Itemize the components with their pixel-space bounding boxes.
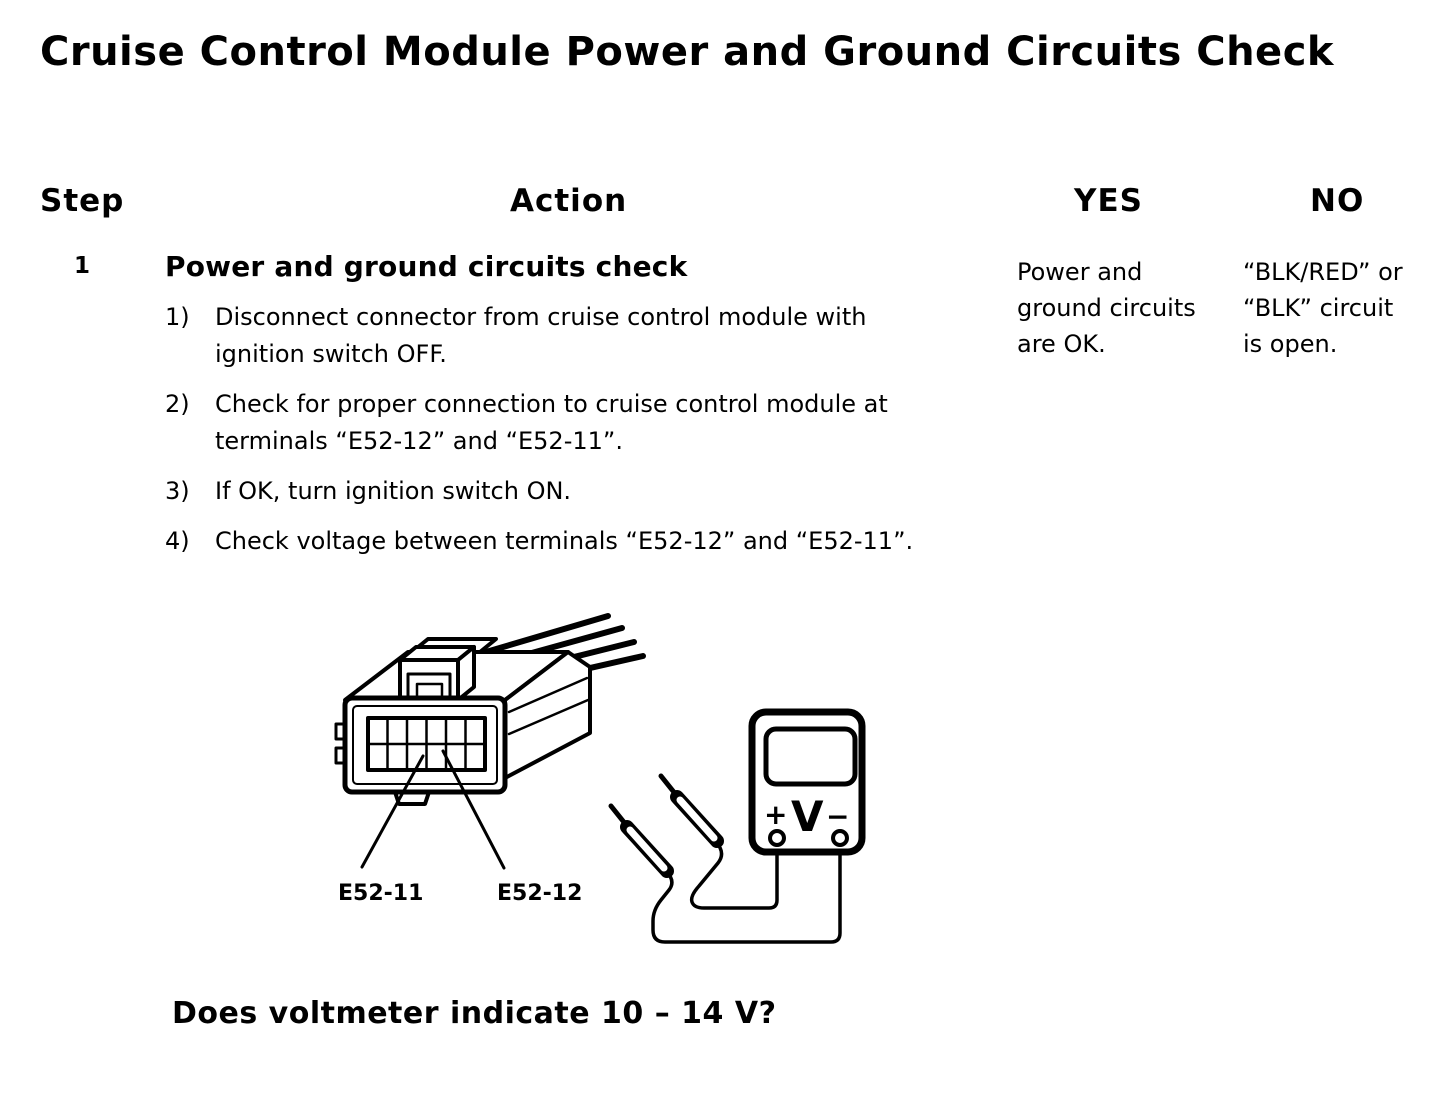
positive-test-lead-wire: [689, 840, 779, 910]
leader-line-e52-11: [360, 754, 425, 869]
list-item: 1) Disconnect connector from cruise cont…: [165, 299, 945, 373]
terminal-grid-lines: [366, 716, 487, 772]
column-header-action: Action: [510, 183, 628, 219]
list-item-text: Disconnect connector from cruise control…: [215, 303, 867, 368]
negative-test-lead-wire: [651, 844, 842, 944]
connector-bottom-notch: [393, 790, 431, 806]
list-item-text: Check voltage between terminals “E52-12”…: [215, 527, 914, 555]
action-title: Power and ground circuits check: [165, 250, 688, 283]
test-probe-negative: [608, 803, 674, 878]
connector-illustration: [334, 637, 592, 806]
step-number: 1: [74, 253, 91, 279]
wiring-diagram: + V − E52-11 E52-12: [334, 613, 866, 944]
terminal-label-e52-12: E52-12: [497, 881, 582, 906]
voltmeter-minus-mark: −: [826, 800, 849, 833]
terminal-label-e52-11: E52-11: [338, 881, 423, 906]
list-item: 4) Check voltage between terminals “E52-…: [165, 523, 945, 560]
action-step-list: 1) Disconnect connector from cruise cont…: [165, 299, 945, 573]
list-item-number: 1): [165, 303, 190, 331]
connector-side-line: [507, 676, 589, 714]
voltmeter-plus-mark: +: [764, 798, 787, 831]
column-header-no: NO: [1310, 183, 1365, 219]
connector-side-line: [507, 698, 590, 736]
list-item-text: Check for proper connection to cruise co…: [215, 390, 888, 455]
list-item-number: 2): [165, 390, 190, 418]
leader-line-e52-12: [441, 749, 506, 870]
page-title: Cruise Control Module Power and Ground C…: [40, 29, 1334, 75]
list-item-number: 3): [165, 477, 190, 505]
voltmeter-negative-terminal: [831, 829, 849, 847]
column-header-step: Step: [40, 183, 125, 219]
voltmeter-v-mark: V: [791, 792, 824, 841]
list-item: 2) Check for proper connection to cruise…: [165, 386, 945, 460]
voltmeter-display: [763, 726, 858, 787]
list-item: 3) If OK, turn ignition switch ON.: [165, 473, 945, 510]
yes-result-cell: Power and ground circuits are OK.: [1017, 258, 1196, 358]
column-header-yes: YES: [1074, 183, 1143, 219]
list-item-number: 4): [165, 527, 190, 555]
no-result-cell: “BLK/RED” or “BLK” circuit is open.: [1243, 258, 1403, 358]
list-item-text: If OK, turn ignition switch ON.: [215, 477, 572, 505]
voltmeter-positive-terminal: [768, 829, 786, 847]
connector-front-inner-border: [352, 705, 498, 785]
step-question: Does voltmeter indicate 10 – 14 V?: [172, 996, 777, 1031]
test-probe-positive: [658, 773, 724, 848]
voltmeter-illustration: + V −: [748, 708, 866, 856]
